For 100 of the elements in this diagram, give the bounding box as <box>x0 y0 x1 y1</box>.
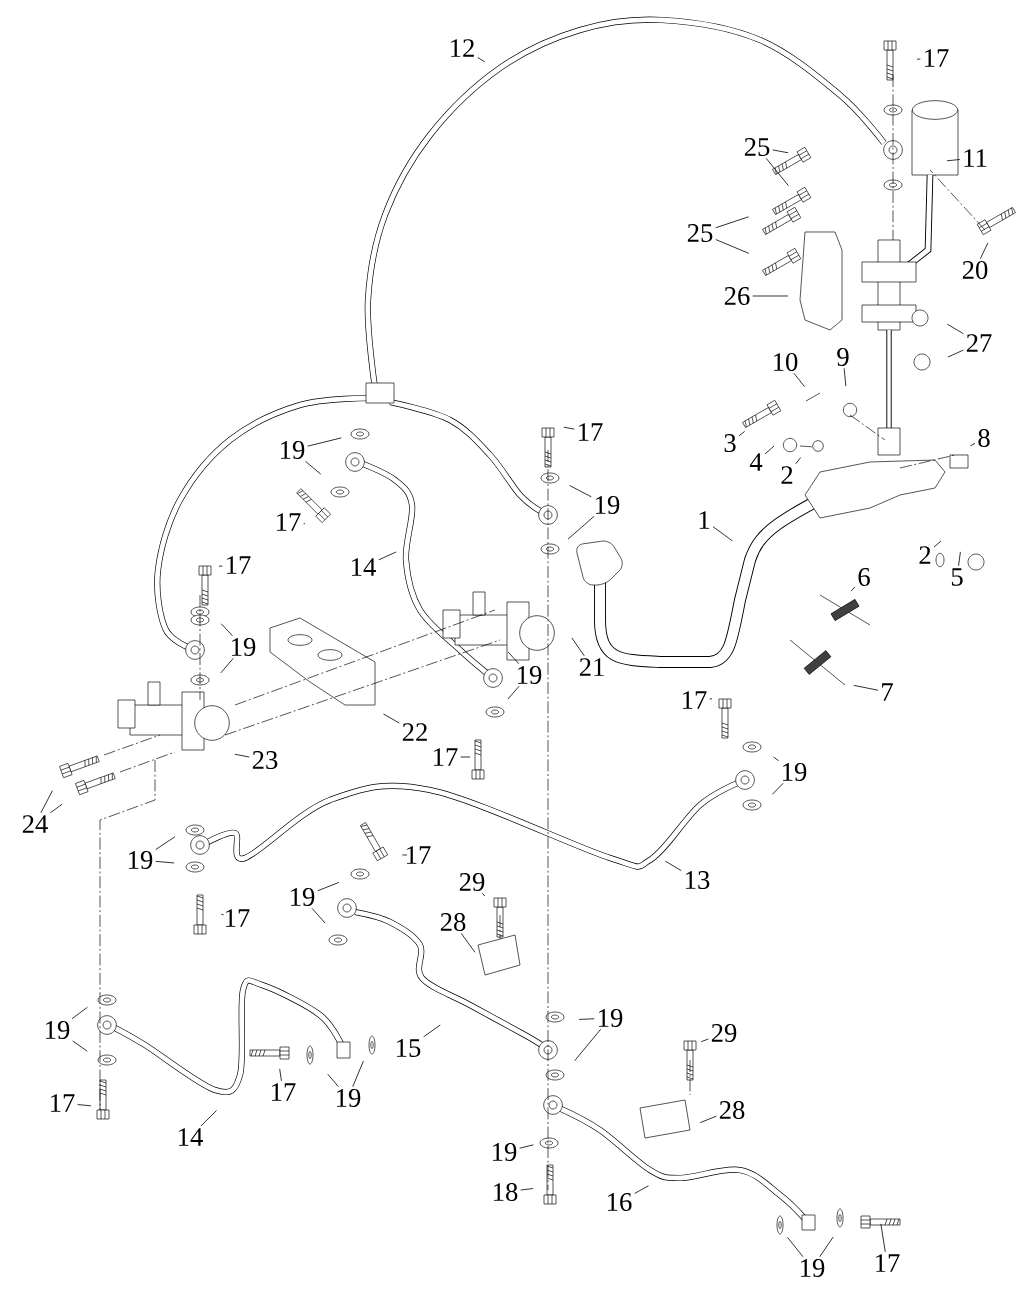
leader-line <box>699 1115 717 1123</box>
callout-number: 19 <box>46 1021 70 1039</box>
leader-line <box>946 159 961 162</box>
callout-number: 17 <box>272 1083 296 1101</box>
leader-line <box>946 323 964 335</box>
leader-line <box>307 437 342 447</box>
leader-line <box>77 1104 92 1107</box>
leader-line <box>571 637 585 657</box>
leader-line <box>383 713 400 724</box>
callout-number: 17 <box>925 49 949 67</box>
leader-line <box>481 892 486 897</box>
callout-number: 9 <box>837 348 849 366</box>
leader-line <box>916 58 921 60</box>
callout-number: 2 <box>919 546 931 564</box>
leader-line <box>567 515 595 540</box>
leader-line <box>764 445 775 455</box>
leader-line <box>772 149 789 154</box>
callout-number: 19 <box>281 441 305 459</box>
leader-line <box>958 551 961 567</box>
callout-number: 12 <box>451 39 474 57</box>
leader-line <box>880 1223 886 1253</box>
callout-number: 18 <box>494 1183 518 1201</box>
callout-number: 17 <box>683 691 707 709</box>
leader-line <box>460 756 471 758</box>
leader-line <box>819 1236 834 1258</box>
leader-line <box>843 367 847 387</box>
leader-line <box>460 932 476 953</box>
callout-number: 3 <box>724 434 736 452</box>
leader-line <box>520 1188 534 1191</box>
leader-line <box>715 239 750 254</box>
callout-number: 4 <box>749 453 763 471</box>
leader-line <box>765 157 789 187</box>
callout-number: 17 <box>876 1254 900 1272</box>
callout-number: 14 <box>179 1128 203 1146</box>
leader-line <box>71 1006 88 1020</box>
callout-number: 25 <box>744 138 770 156</box>
leader-line <box>664 860 682 872</box>
leader-line <box>850 586 856 592</box>
callout-number: 19 <box>596 496 620 514</box>
leader-line <box>563 426 575 430</box>
leader-line <box>507 651 520 665</box>
callout-number: 29 <box>459 873 485 891</box>
callout-number: 19 <box>599 1009 623 1027</box>
callout-number: 15 <box>397 1039 421 1057</box>
callout-number: 8 <box>978 429 990 447</box>
leader-line <box>578 1018 595 1020</box>
leader-line <box>569 485 592 498</box>
leader-line <box>311 907 326 924</box>
leader-line <box>72 1040 88 1052</box>
callout-number: 22 <box>402 723 427 741</box>
leader-line <box>220 657 234 674</box>
callout-number: 5 <box>951 568 963 586</box>
leader-line <box>234 753 250 758</box>
callout-number: 27 <box>966 334 992 352</box>
leader-line <box>218 565 223 567</box>
callout-number: 17 <box>226 909 250 927</box>
callout-number: 7 <box>882 683 893 701</box>
callout-number: 23 <box>252 751 278 769</box>
leader-line <box>200 1110 217 1127</box>
callout-number: 19 <box>783 763 807 781</box>
leader-line <box>787 1237 804 1258</box>
leader-line <box>795 457 802 465</box>
callout-number: 10 <box>774 353 798 371</box>
callout-number: 17 <box>407 846 431 864</box>
leader-line <box>352 1060 364 1088</box>
callout-number: 17 <box>277 513 301 531</box>
leader-line <box>519 1144 534 1149</box>
callout-number: 26 <box>724 287 750 305</box>
callout-number: 19 <box>291 888 315 906</box>
leader-line <box>40 790 53 814</box>
callout-number: 17 <box>51 1094 75 1112</box>
leader-line <box>709 698 713 700</box>
leader-line <box>378 551 397 561</box>
leader-line <box>933 540 942 548</box>
leader-line <box>970 442 976 447</box>
leader-line <box>220 623 233 637</box>
callout-number: 16 <box>608 1193 632 1211</box>
leader-line <box>155 860 175 864</box>
leader-line <box>634 1185 649 1194</box>
leader-line <box>853 684 879 691</box>
callout-number: 19 <box>518 666 542 684</box>
callout-number: 21 <box>579 658 604 676</box>
callout-number: 17 <box>579 423 603 441</box>
callout-number: 13 <box>686 871 710 889</box>
callout-number: 17 <box>434 748 458 766</box>
leader-line <box>423 1024 441 1038</box>
callout-number: 14 <box>352 558 376 576</box>
callout-number: 11 <box>964 149 987 167</box>
leader-line <box>305 460 322 475</box>
leader-line <box>317 882 340 892</box>
leader-line <box>507 685 520 700</box>
leader-line <box>401 854 408 856</box>
leader-line <box>980 242 989 260</box>
callout-number: 25 <box>687 224 713 242</box>
callout-number: 19 <box>493 1143 517 1161</box>
callout-number: 19 <box>801 1259 825 1277</box>
leader-line <box>947 349 964 358</box>
callout-number: 17 <box>227 556 251 574</box>
leader-line <box>220 913 225 916</box>
callout-number: 2 <box>781 466 793 484</box>
